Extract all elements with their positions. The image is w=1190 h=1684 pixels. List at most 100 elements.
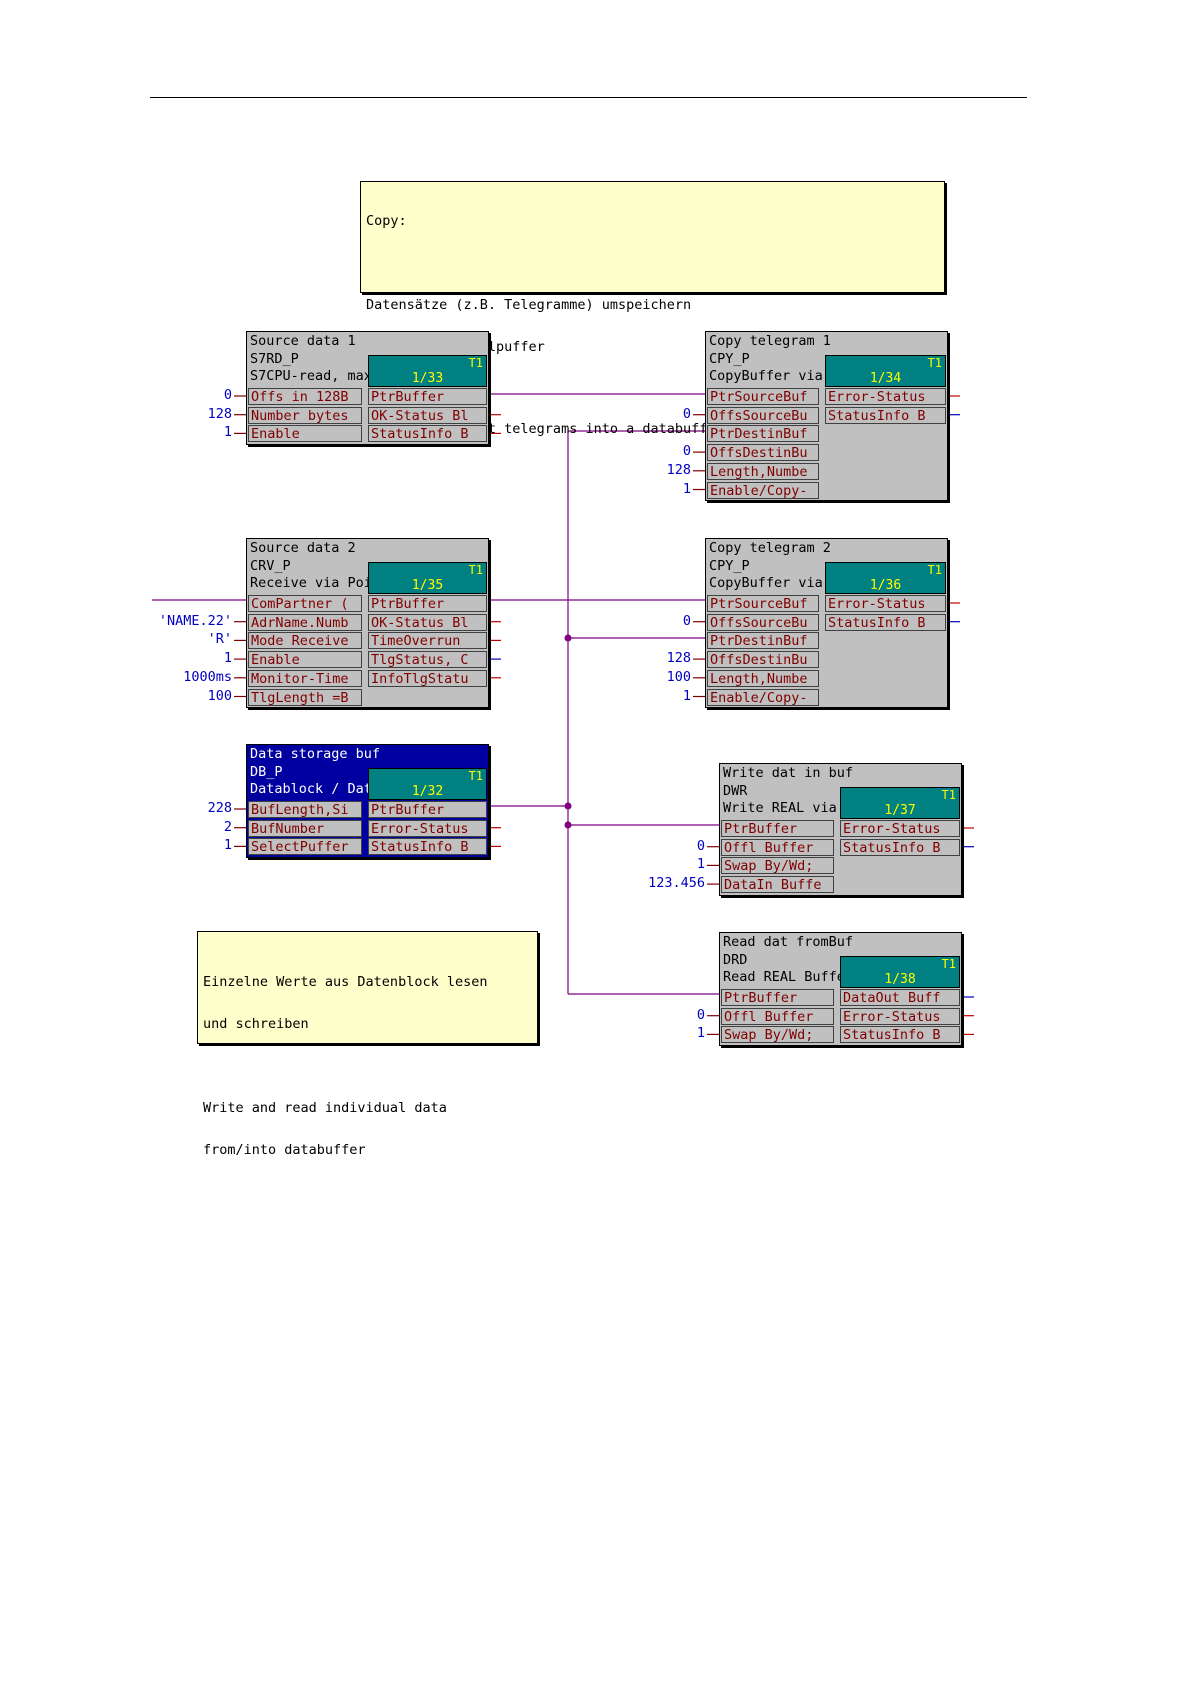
output-pin[interactable]: Error-Status bbox=[825, 595, 946, 612]
output-pin[interactable]: OK-Status Bl bbox=[368, 406, 487, 424]
output-pin[interactable]: StatusInfo B bbox=[368, 838, 487, 856]
output-pin[interactable]: StatusInfo B bbox=[840, 1026, 960, 1044]
comment-line: from/into databuffer bbox=[203, 1142, 366, 1158]
comment-copy: Copy: Datensätze (z.B. Telegramme) umspe… bbox=[360, 181, 945, 436]
input-pin[interactable]: TlgLength =B bbox=[248, 688, 362, 706]
output-pin[interactable]: StatusInfo B bbox=[368, 425, 487, 443]
input-pin[interactable]: OffsSourceBu bbox=[707, 613, 819, 631]
task-label: T1 bbox=[927, 563, 942, 577]
block-type: DWR bbox=[723, 782, 748, 799]
output-pin[interactable]: Error-Status bbox=[368, 819, 487, 837]
input-pin[interactable]: Enable bbox=[248, 425, 362, 443]
task-label: T1 bbox=[927, 356, 942, 370]
input-value: 128 bbox=[207, 405, 232, 422]
output-pin[interactable]: OK-Status Bl bbox=[368, 613, 487, 631]
output-pin[interactable]: StatusInfo B bbox=[825, 613, 946, 631]
input-value: 0 bbox=[682, 443, 691, 460]
output-pin[interactable]: Error-Status bbox=[840, 820, 960, 837]
input-pin[interactable]: Enable/Copy- bbox=[707, 688, 819, 706]
input-pin[interactable]: PtrBuffer bbox=[721, 989, 834, 1006]
output-pin[interactable]: PtrBuffer bbox=[368, 801, 487, 818]
execution-number: 1/35 bbox=[411, 578, 444, 593]
input-value: 2 bbox=[223, 818, 232, 835]
input-pin[interactable]: Monitor-Time bbox=[248, 669, 362, 687]
input-value: 0 bbox=[682, 405, 691, 422]
output-pin[interactable]: Error-Status bbox=[825, 388, 946, 405]
input-pin[interactable]: SelectPuffer bbox=[248, 838, 362, 856]
output-pin[interactable]: PtrBuffer bbox=[368, 388, 487, 405]
block-description: Datablock / Dat bbox=[250, 781, 372, 797]
execution-number: 1/38 bbox=[884, 972, 916, 987]
input-value: 1 bbox=[696, 1025, 705, 1042]
input-pin[interactable]: OffsDestinBu bbox=[707, 651, 819, 669]
block-type: CPY_P bbox=[709, 557, 750, 574]
input-pin[interactable]: Swap By/Wd; bbox=[721, 1026, 834, 1044]
input-value: 100 bbox=[207, 687, 232, 704]
comment-line: und schreiben bbox=[203, 1016, 309, 1032]
input-pin[interactable]: Offl Buffer bbox=[721, 1007, 834, 1025]
input-value: 1000ms bbox=[183, 668, 232, 685]
input-pin[interactable]: OffsDestinBu bbox=[707, 444, 819, 462]
comment-read-write: Einzelne Werte aus Datenblock lesen und … bbox=[197, 931, 538, 1157]
input-pin[interactable]: Number bytes bbox=[248, 406, 362, 424]
input-pin[interactable]: PtrDestinBuf bbox=[707, 425, 819, 443]
input-pin[interactable]: ComPartner ( bbox=[248, 595, 362, 612]
input-pin[interactable]: Length,Numbe bbox=[707, 669, 819, 687]
output-pin[interactable]: DataOut Buff bbox=[840, 989, 960, 1006]
output-pin[interactable]: InfoTlgStatu bbox=[368, 669, 487, 687]
output-pin[interactable]: TlgStatus, C bbox=[368, 651, 487, 669]
comment-line: Einzelne Werte aus Datenblock lesen bbox=[203, 974, 488, 990]
block-type: DB_P bbox=[250, 763, 283, 780]
input-value: 1 bbox=[682, 687, 691, 704]
input-pin[interactable]: PtrBuffer bbox=[721, 820, 834, 837]
input-pin[interactable]: Offl Buffer bbox=[721, 838, 834, 856]
input-pin[interactable]: Swap By/Wd; bbox=[721, 857, 834, 875]
comment-line: Copy: bbox=[366, 213, 407, 229]
input-pin[interactable]: AdrName.Numb bbox=[248, 613, 362, 631]
input-pin[interactable]: Offs in 128B bbox=[248, 388, 362, 405]
input-value: 0 bbox=[696, 837, 705, 854]
input-value: 1 bbox=[682, 480, 691, 497]
block-comment: Write dat in buf bbox=[723, 765, 854, 781]
input-pin[interactable]: Length,Numbe bbox=[707, 462, 819, 480]
task-label: T1 bbox=[468, 769, 483, 783]
input-pin[interactable]: PtrSourceBuf bbox=[707, 388, 819, 405]
input-value: 123.456 bbox=[648, 875, 705, 892]
output-pin[interactable]: PtrBuffer bbox=[368, 595, 487, 612]
block-description: S7CPU-read, max bbox=[250, 368, 372, 384]
block-comment: Source data 2 bbox=[250, 540, 356, 556]
input-pin[interactable]: OffsSourceBu bbox=[707, 406, 819, 424]
input-value: 1 bbox=[696, 856, 705, 873]
input-pin[interactable]: BufLength,Si bbox=[248, 801, 362, 818]
page-header-rule bbox=[150, 97, 1027, 98]
input-pin[interactable]: PtrDestinBuf bbox=[707, 632, 819, 650]
input-pin[interactable]: DataIn Buffe bbox=[721, 876, 834, 894]
task-label: T1 bbox=[941, 788, 956, 802]
output-pin[interactable]: StatusInfo B bbox=[840, 838, 960, 856]
input-value: 100 bbox=[666, 668, 691, 685]
output-pin[interactable]: Error-Status bbox=[840, 1007, 960, 1025]
input-pin[interactable]: BufNumber bbox=[248, 819, 362, 837]
execution-number: 1/36 bbox=[869, 578, 902, 593]
input-pin[interactable]: Enable bbox=[248, 651, 362, 669]
output-pin[interactable]: StatusInfo B bbox=[825, 406, 946, 424]
input-value: 0 bbox=[682, 612, 691, 629]
block-description: Receive via Poi bbox=[250, 575, 372, 591]
block-comment: Copy telegram 1 bbox=[709, 333, 831, 349]
output-pin[interactable]: TimeOverrun bbox=[368, 632, 487, 650]
input-pin[interactable]: PtrSourceBuf bbox=[707, 595, 819, 612]
input-pin[interactable]: Mode Receive bbox=[248, 632, 362, 650]
input-pin[interactable]: Enable/Copy- bbox=[707, 481, 819, 499]
